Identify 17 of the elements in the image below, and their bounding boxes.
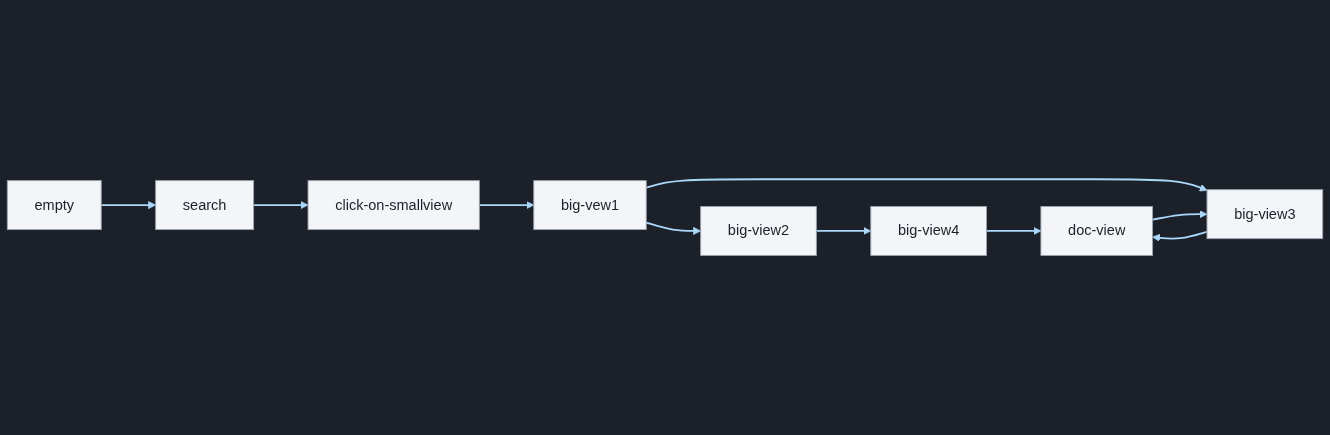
node-box: empty <box>6 180 102 231</box>
node-box: click-on-smallview <box>307 180 480 231</box>
arrow <box>1152 231 1208 242</box>
arrow <box>100 201 156 210</box>
arrow <box>1151 210 1208 221</box>
arrow <box>815 227 872 236</box>
node-box: big-vew1 <box>533 180 647 231</box>
arrow <box>478 201 535 210</box>
arrow <box>252 201 309 210</box>
node-box: doc-view <box>1040 206 1154 257</box>
node-box: big-view4 <box>870 206 987 257</box>
node-box: big-view3 <box>1206 189 1324 240</box>
arrow <box>985 227 1042 236</box>
node-box: big-view2 <box>700 206 817 257</box>
arrow <box>645 178 1208 192</box>
arrow <box>645 221 701 236</box>
node-box: search <box>155 180 255 231</box>
